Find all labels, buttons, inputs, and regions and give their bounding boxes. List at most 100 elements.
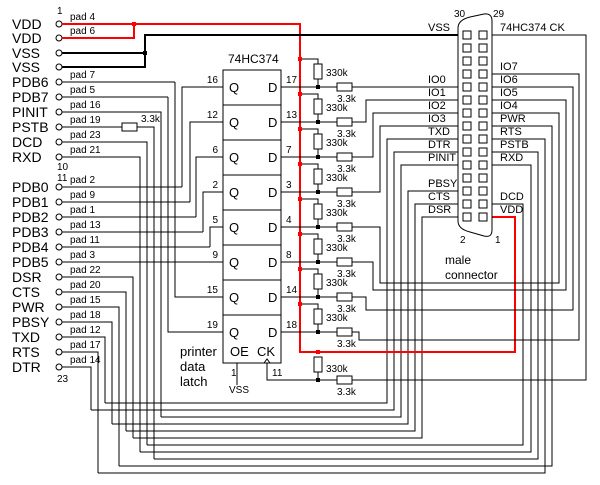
pin-terminal-icon [55, 303, 63, 311]
junction-dot [298, 57, 302, 61]
pin-name-label: DTR [12, 359, 41, 375]
pin-name-label: PINIT [12, 104, 48, 120]
pin-number: 10 [57, 162, 69, 173]
oe-pin-number: 1 [231, 368, 237, 379]
d-pin-number: 18 [286, 320, 298, 331]
connector-signal-label: IO2 [428, 100, 446, 112]
signal-wire [62, 156, 141, 452]
connector-pin [478, 108, 488, 118]
io-wire [352, 99, 567, 291]
ck-pin-number: 11 [272, 368, 283, 379]
resistor-value-label: 330k [326, 208, 349, 219]
bus-wire [154, 151, 539, 460]
resistor-symbol [336, 292, 353, 302]
connector-signal-label: RTS [500, 126, 522, 138]
resistor-value-label: 330k [326, 173, 349, 184]
pin-number: 1 [57, 6, 63, 17]
ck-wire [266, 363, 337, 381]
bus-wire [91, 151, 463, 411]
connector-pin [462, 69, 472, 79]
pin-name-label: VDD [12, 30, 42, 46]
connector-pin [478, 199, 488, 209]
pullup-wire [300, 163, 319, 169]
junction-dot [316, 295, 320, 299]
io-wire [352, 112, 463, 158]
pullup-wire [300, 233, 319, 239]
connector-signal-label: PWR [500, 113, 526, 125]
signal-wire [62, 291, 127, 431]
resistor-value-label: 3.3k [337, 129, 357, 140]
pin-name-label: PBSY [12, 314, 50, 330]
connector-pin [462, 186, 472, 196]
resistor-symbol [336, 257, 353, 267]
d-pin-label: D [268, 185, 277, 200]
connector-pin [478, 160, 488, 170]
q-pin-number: 12 [207, 110, 219, 121]
resistor-symbol [336, 327, 353, 337]
resistor-value-label: 330k [326, 243, 349, 254]
pullup-wire [300, 93, 319, 99]
connector-signal-label: CTS [428, 191, 450, 203]
resistor-symbol [313, 133, 323, 150]
pin-name-label: DSR [12, 269, 42, 285]
resistor-value-label: 330k [326, 313, 349, 324]
bus-wire [112, 190, 463, 425]
pin-terminal-icon [55, 34, 63, 42]
signal-wire [62, 306, 120, 466]
pad-label: pad 7 [70, 70, 95, 81]
connector-signal-label: IO3 [428, 113, 446, 125]
connector-signal-label: TXD [428, 126, 450, 138]
d-pin-number: 14 [286, 285, 298, 296]
pin-terminal-icon [55, 363, 63, 371]
connector-pin [462, 56, 472, 66]
pad-label: pad 1 [70, 205, 95, 216]
junction-dot [298, 92, 302, 96]
d-pin-number: 13 [286, 110, 298, 121]
resistor-symbol [313, 63, 323, 80]
pin-name-label: PDB4 [12, 239, 49, 255]
junction-dot [316, 155, 320, 159]
pin-terminal-icon [55, 243, 63, 251]
q-pin-number: 19 [207, 320, 219, 331]
vdd-rail [62, 24, 135, 39]
resistor-symbol [313, 238, 323, 255]
d-pin-number: 17 [286, 75, 298, 86]
junction-dot [298, 302, 302, 306]
pin-number: 23 [57, 374, 69, 385]
pin-name-label: PDB0 [12, 179, 49, 195]
connector-pin [462, 199, 472, 209]
connector-signal-label: VSS [428, 22, 450, 34]
bus-wire [126, 203, 463, 432]
resistor-symbol [121, 122, 138, 132]
connector-pin [478, 95, 488, 105]
pin-name-label: PDB2 [12, 209, 49, 225]
d-pin-label: D [268, 290, 277, 305]
q-pin-label: Q [229, 150, 239, 165]
resistor-symbol [313, 168, 323, 185]
junction-dot [316, 225, 320, 229]
resistor-value-label: 330k [326, 278, 349, 289]
pin-terminal-icon [55, 348, 63, 356]
pstb-wire [137, 126, 155, 459]
connector-pin-number: 29 [493, 9, 505, 20]
pin-terminal-icon [55, 288, 63, 296]
connector-pin [478, 30, 488, 40]
connector-signal-label: IO1 [428, 87, 446, 99]
d-pin-number: 7 [286, 145, 292, 156]
connector-pin [462, 173, 472, 183]
connector-caption: connector [445, 268, 498, 282]
pullup-wire [300, 198, 319, 204]
pin-terminal-icon [55, 258, 63, 266]
q-pin-label: Q [229, 185, 239, 200]
io-wire [352, 99, 463, 123]
pin-name-label: PWR [12, 299, 45, 315]
junction-dot [316, 85, 320, 89]
pin-terminal-icon [55, 318, 63, 326]
connector-pin [462, 147, 472, 157]
pin-terminal-icon [55, 49, 63, 57]
connector-pin-number: 30 [454, 9, 466, 20]
pullup-wire [300, 128, 319, 134]
resistor-value-label: 330k [326, 364, 349, 375]
pad-label: pad 22 [70, 265, 101, 276]
q-pin-label: Q [229, 325, 239, 340]
